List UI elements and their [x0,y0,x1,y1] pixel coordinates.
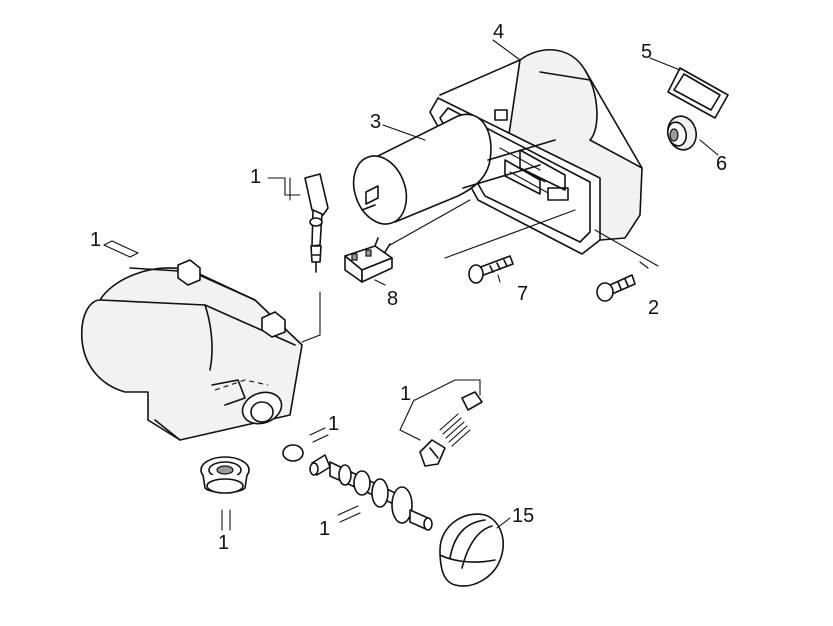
callout-7: 7 [517,283,528,305]
part-main-housing [80,259,303,441]
part-1-handle [304,173,329,273]
part-1-bottom-cap [200,456,250,494]
callout-1-shaft: 1 [319,518,330,540]
callout-1-nozzle: 1 [218,532,229,554]
callout-1-handle: 1 [250,166,261,188]
callout-4: 4 [493,21,504,43]
callout-15: 15 [512,505,534,527]
part-4-cover [429,49,643,255]
leader-lines [103,39,719,531]
part-5-gasket [667,67,729,119]
part-2-screw [596,274,636,302]
callout-5: 5 [641,41,652,63]
part-1-shaft [309,454,433,531]
part-8-connector [344,237,393,283]
callout-1-housing: 1 [90,229,101,251]
callout-1-o-ring: 1 [328,413,339,435]
callout-6: 6 [716,153,727,175]
part-1-spring [419,391,483,467]
part-3-motor [352,113,556,225]
callout-3: 3 [370,111,381,133]
part-1-o-ring [282,444,304,462]
callout-2: 2 [648,297,659,319]
part-7-screw [468,255,514,284]
callout-1-spring: 1 [400,383,411,405]
callout-8: 8 [387,288,398,310]
part-6-grommet [666,115,698,151]
part-15-knob [439,513,504,587]
